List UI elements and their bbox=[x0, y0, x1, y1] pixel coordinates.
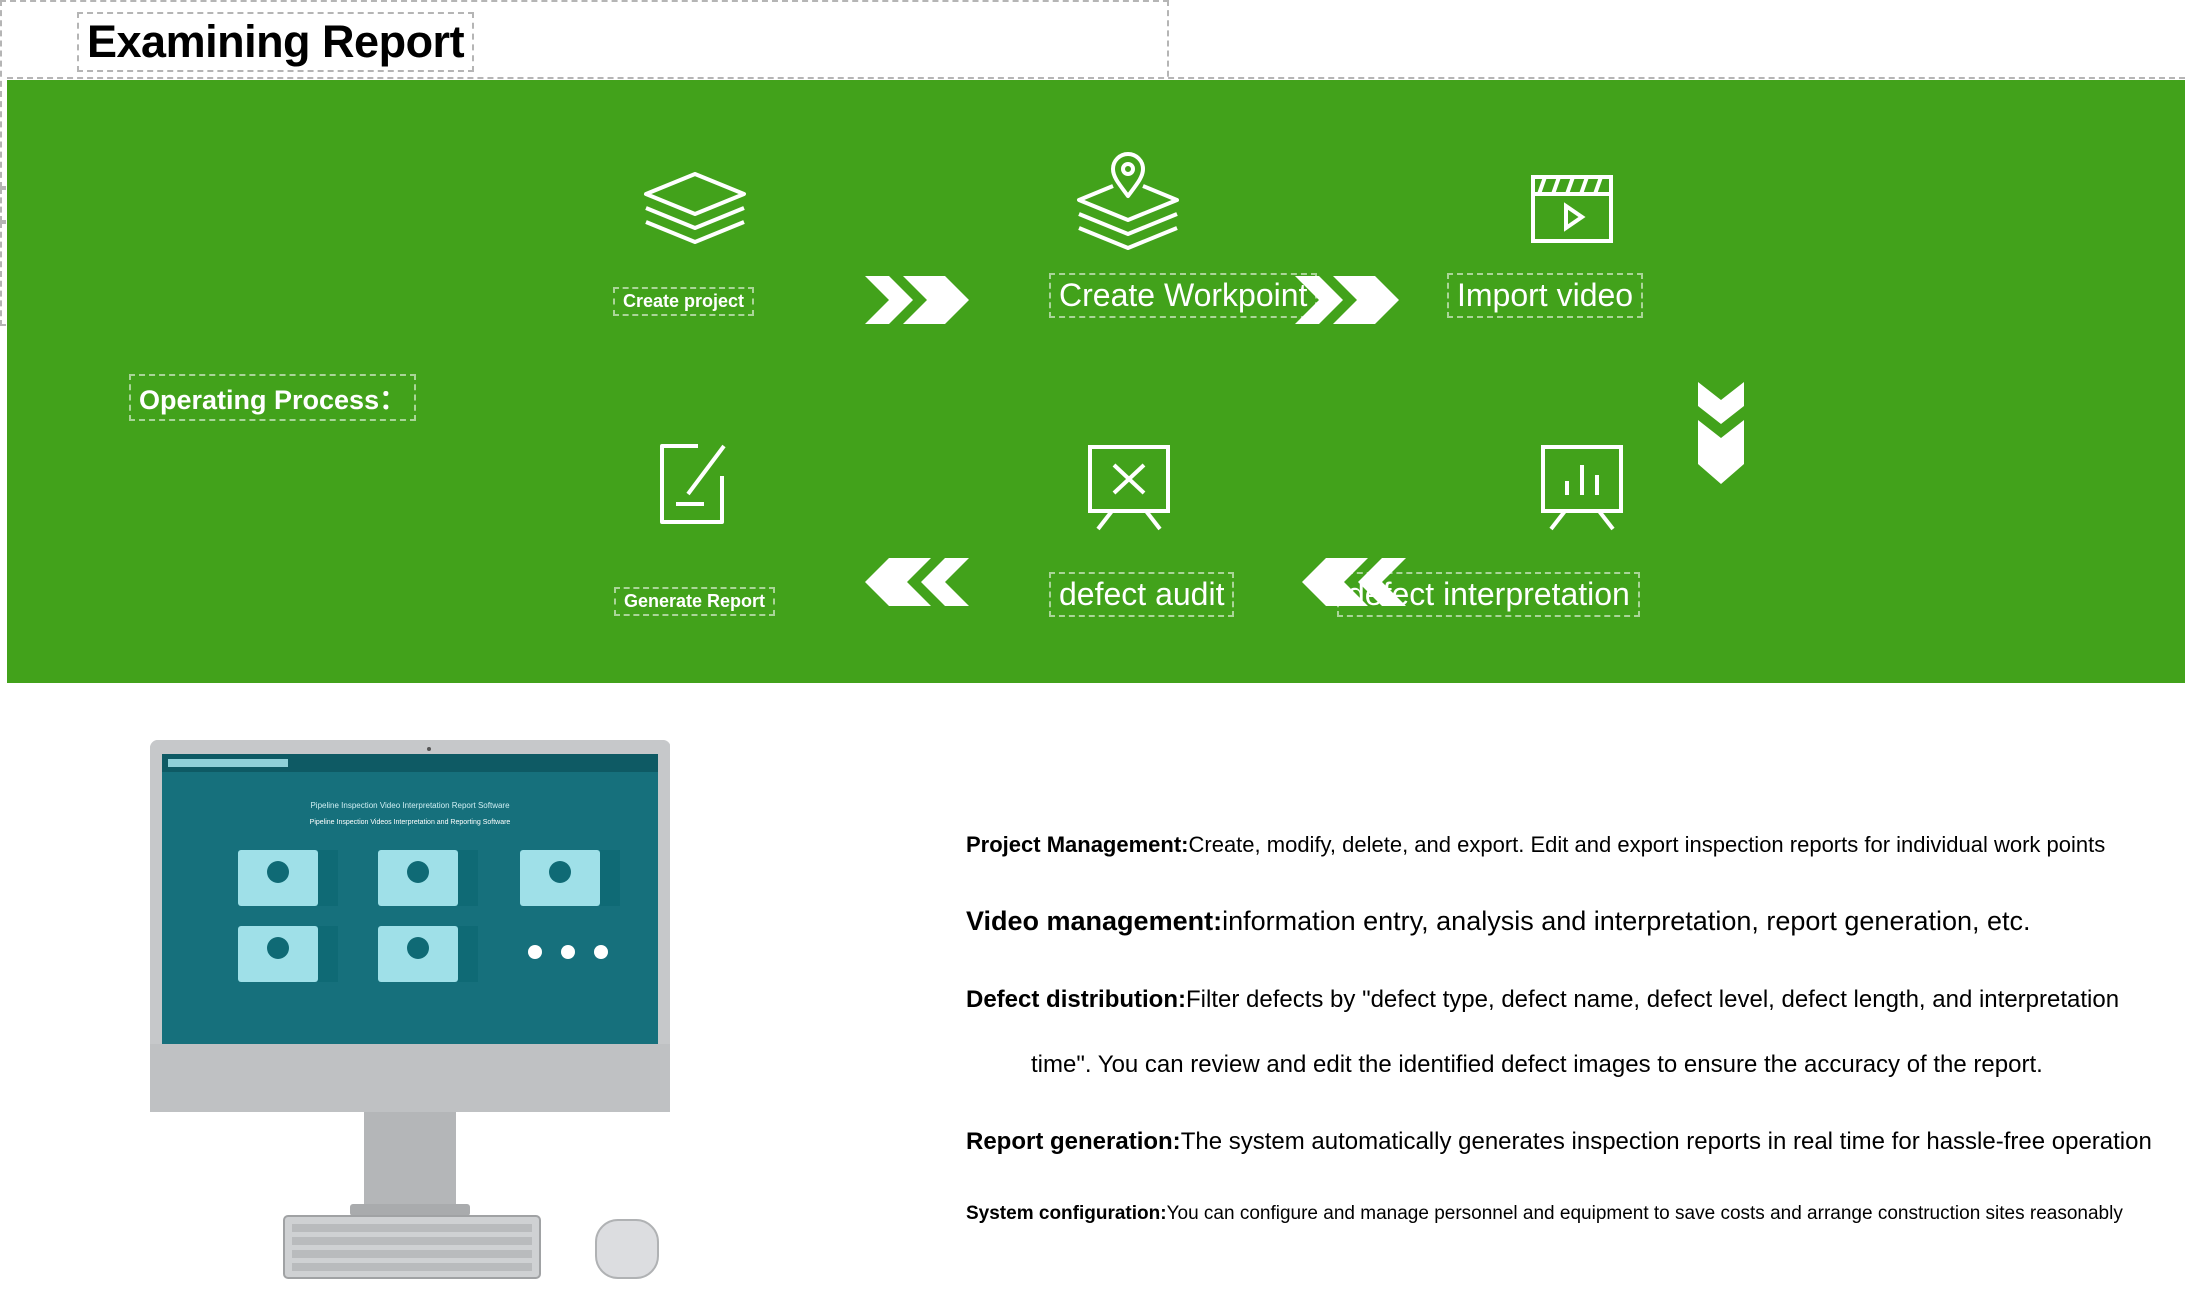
chevron-down-icon bbox=[1698, 382, 1744, 491]
chevron-left-icon bbox=[865, 558, 975, 611]
location-layers-icon bbox=[1073, 150, 1183, 250]
video-clapper-icon bbox=[1530, 174, 1614, 244]
edit-icon bbox=[658, 442, 728, 526]
screen-app-subtitle: Pipeline Inspection Videos Interpretatio… bbox=[310, 819, 511, 826]
feature-project-management: Project Management:Create, modify, delet… bbox=[966, 832, 2106, 857]
operating-process-banner: Operating Process： Create project Create… bbox=[7, 80, 2185, 683]
chevron-right-icon bbox=[1295, 276, 1405, 329]
feature-defect-distribution: Defect distribution:Filter defects by "d… bbox=[966, 986, 2120, 1013]
step-label-defect-audit: defect audit bbox=[1049, 572, 1235, 617]
step-label-generate-report: Generate Report bbox=[614, 587, 776, 616]
title-divider bbox=[7, 77, 2185, 79]
feature-report-generation: Report generation:The system automatical… bbox=[966, 1128, 2152, 1155]
feature-system-configuration: System configuration:You can configure a… bbox=[966, 1203, 2123, 1224]
page-title: Examining Report bbox=[77, 12, 475, 72]
feature-defect-distribution-cont: time". You can review and edit the ident… bbox=[1031, 1051, 2043, 1078]
step-label-create-workpoint: Create Workpoint bbox=[1049, 273, 1318, 318]
presentation-chart-icon bbox=[1537, 443, 1627, 533]
step-label-import-video: Import video bbox=[1447, 273, 1644, 318]
chevron-right-icon bbox=[865, 276, 975, 329]
computer-illustration: Pipeline Inspection Video Interpretation… bbox=[150, 740, 671, 1295]
presentation-x-icon bbox=[1084, 443, 1174, 533]
feature-video-management: Video management:information entry, anal… bbox=[966, 906, 2031, 936]
layers-icon bbox=[640, 168, 750, 248]
screen-app-title: Pipeline Inspection Video Interpretation… bbox=[310, 801, 510, 810]
chevron-left-icon bbox=[1302, 558, 1412, 611]
operating-process-label: Operating Process： bbox=[129, 374, 417, 421]
step-label-create-project: Create project bbox=[613, 287, 755, 316]
step-label-defect-interpretation: defect interpretation bbox=[1337, 572, 1640, 617]
